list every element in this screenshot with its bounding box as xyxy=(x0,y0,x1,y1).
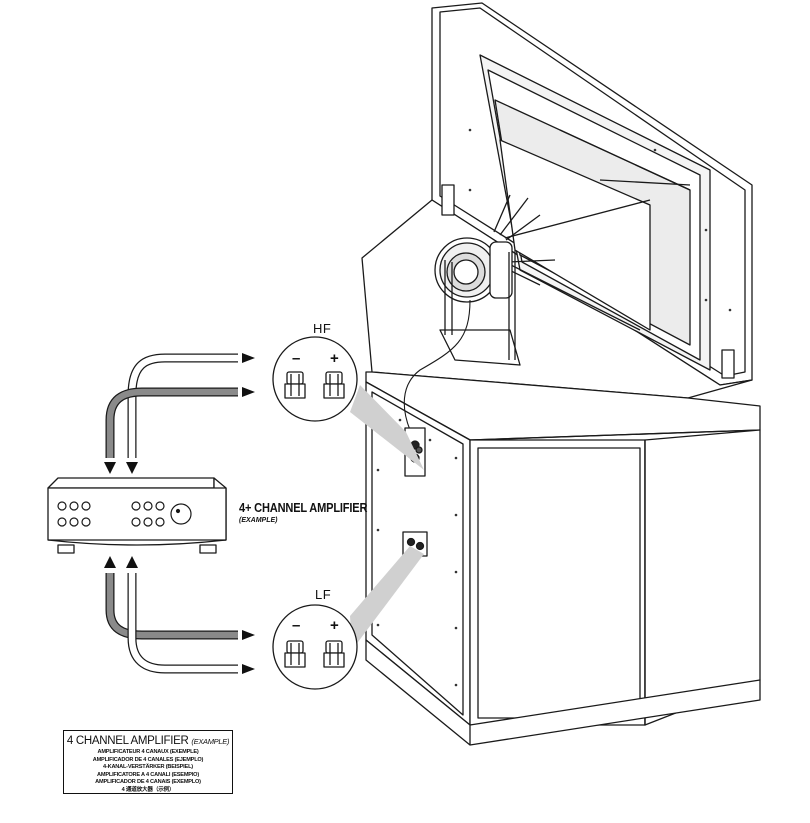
hf-negative-terminal-icon xyxy=(284,371,306,399)
speaker-cabinet xyxy=(361,2,761,746)
amplifier-knobs xyxy=(57,501,192,527)
caption-box: 4 CHANNEL AMPLIFIER (EXAMPLE) AMPLIFICAT… xyxy=(63,730,233,794)
arrow-icons xyxy=(104,353,255,674)
hf-callout-beam xyxy=(350,385,424,470)
lf-terminal-callout xyxy=(272,604,358,690)
hf-label: HF xyxy=(313,321,332,336)
lf-cables xyxy=(105,573,238,674)
lf-positive-terminal-icon xyxy=(323,640,345,668)
amplifier-illustration xyxy=(47,477,227,554)
caption-line-de: 4-KANAL-VERSTÄRKER (BEISPIEL) xyxy=(103,764,193,770)
lf-label: LF xyxy=(315,587,332,602)
caption-title-note: (EXAMPLE) xyxy=(191,737,230,746)
caption-line-it: AMPLIFICATORE A 4 CANALI (ESEMPIO) xyxy=(97,771,199,778)
amplifier-title: 4+ CHANNEL AMPLIFIER xyxy=(239,500,368,515)
lf-callout-beam xyxy=(350,546,424,650)
hf-positive-terminal-icon xyxy=(323,371,345,399)
hf-minus-label: – xyxy=(292,350,301,367)
caption-title-row: 4 CHANNEL AMPLIFIER (EXAMPLE) xyxy=(64,734,232,749)
caption-line-fr: AMPLIFICATEUR 4 CANAUX (EXEMPLE) xyxy=(97,749,199,755)
hf-cables xyxy=(105,353,238,458)
hf-terminal-callout xyxy=(272,336,358,422)
caption-line-zh: 4 通道放大器（示例） xyxy=(121,786,175,793)
hf-plus-label: + xyxy=(330,350,339,367)
lf-plus-label: + xyxy=(330,617,339,634)
caption-line-pt: AMPLIFICADOR DE 4 CANAIS (EXEMPLO) xyxy=(95,779,201,785)
caption-title: 4 CHANNEL AMPLIFIER xyxy=(66,735,189,747)
lf-negative-terminal-icon xyxy=(284,640,306,668)
amplifier-subtitle: (EXAMPLE) xyxy=(239,517,278,524)
lf-minus-label: – xyxy=(292,617,301,634)
caption-line-es: AMPLIFICADOR DE 4 CANALES (EJEMPLO) xyxy=(92,756,204,763)
